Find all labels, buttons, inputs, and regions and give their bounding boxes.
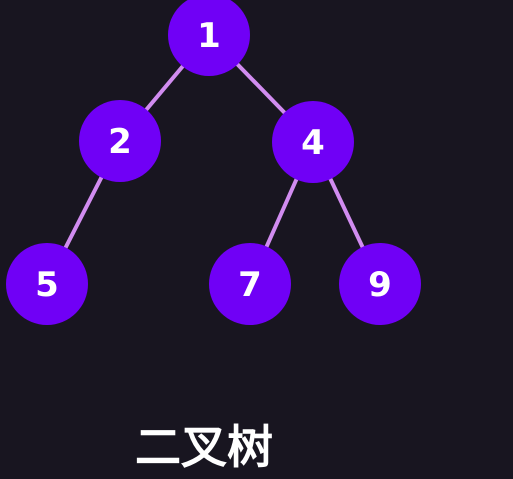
tree-node-circle	[272, 101, 354, 183]
tree-node-label: 1	[197, 16, 221, 56]
tree-node-circle	[6, 243, 88, 325]
tree-nodes: 1 2 4 5 7 9	[6, 0, 421, 325]
tree-node-label: 2	[108, 122, 132, 162]
tree-node-label: 9	[368, 265, 392, 305]
tree-node-circle	[79, 100, 161, 182]
tree-node-5: 5	[6, 243, 88, 325]
tree-node-4: 4	[272, 101, 354, 183]
tree-node-7: 7	[209, 243, 291, 325]
tree-node-label: 4	[301, 123, 325, 163]
tree-node-9: 9	[339, 243, 421, 325]
tree-node-label: 7	[238, 265, 262, 305]
tree-node-circle	[209, 243, 291, 325]
tree-node-circle	[168, 0, 250, 76]
tree-node-circle	[339, 243, 421, 325]
tree-node-1: 1	[168, 0, 250, 76]
tree-node-label: 5	[35, 265, 59, 305]
tree-node-2: 2	[79, 100, 161, 182]
diagram-title: 二叉树	[135, 420, 273, 474]
